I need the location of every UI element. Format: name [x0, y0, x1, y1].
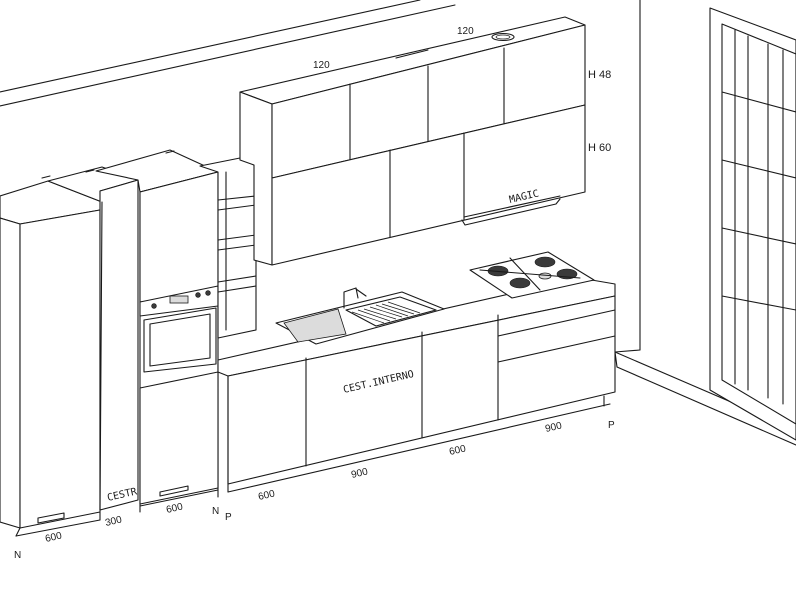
dim-top-120-b: 120 [457, 26, 474, 37]
oven-column [95, 149, 219, 513]
base-cabinets [217, 277, 616, 493]
dim-base-600-mid: 600 [165, 501, 184, 516]
corner-n-mid: N [212, 506, 219, 517]
dim-height-60: H 60 [588, 142, 611, 154]
dim-run-900-b: 900 [544, 420, 563, 435]
dim-height-48: H 48 [588, 69, 611, 81]
dim-base-300: 300 [104, 514, 123, 529]
gas-hob [469, 251, 595, 299]
dim-run-900-a: 900 [350, 466, 369, 481]
dim-base-600-left: 600 [44, 530, 63, 545]
sink [275, 287, 445, 345]
corner-n-left: N [14, 550, 21, 561]
dim-run-600-b: 600 [448, 443, 467, 458]
open-shelf-unit [199, 157, 257, 339]
dim-top-120-a: 120 [313, 60, 330, 71]
wall-cabinets [239, 16, 586, 266]
dim-run-600-a: 600 [257, 488, 276, 503]
fridge-column [0, 175, 103, 537]
window [709, 7, 796, 441]
corner-p-right: P [608, 420, 615, 431]
tall-pullout-column [47, 166, 139, 511]
corner-p-mid: P [225, 512, 232, 523]
